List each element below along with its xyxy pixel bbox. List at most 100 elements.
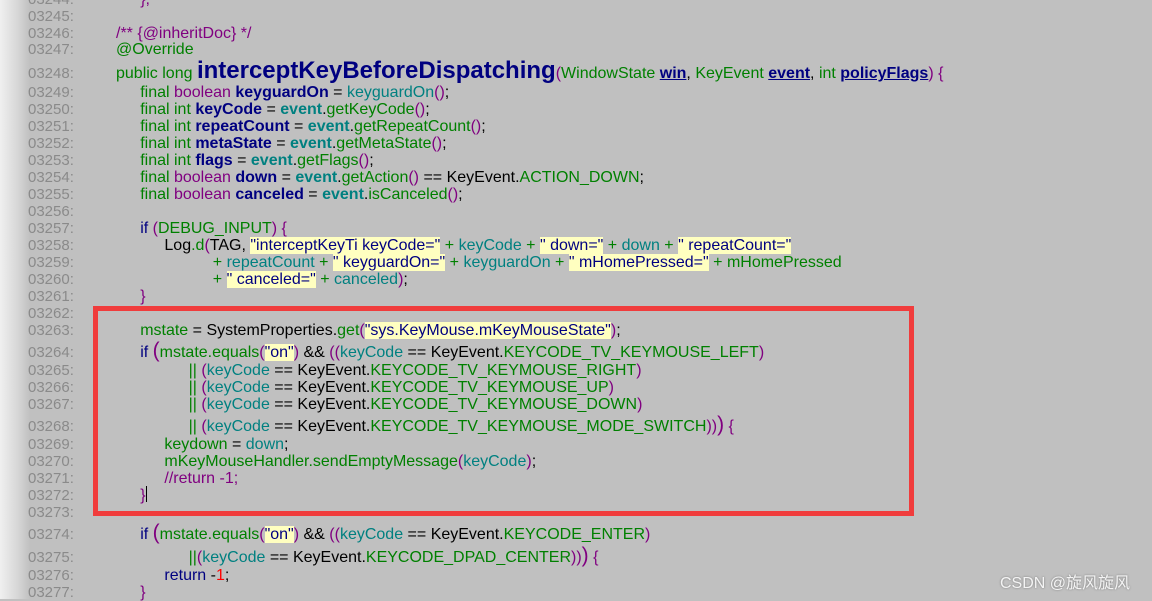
code-token: mstate [140,322,189,339]
code-token: canceled [334,271,399,288]
code-text: final int metaState = event.getMetaState… [140,135,446,152]
code-text: + repeatCount + " keyguardOn=" + keyguar… [213,254,842,271]
code-token: mstate.equals [159,526,260,543]
code-token: ; [531,453,537,470]
code-token: boolean [173,84,236,101]
code-token: policyFlags [840,65,929,82]
code-token: getRepeatCount [354,118,471,135]
code-token: " keyguardOn=" [332,254,446,271]
line-number: 03251: [28,118,74,135]
code-text: } [140,288,145,305]
code-token: + [550,254,569,271]
text-cursor [145,486,147,502]
code-text: final int keyCode = event.getKeyCode(); [140,101,430,118]
code-token: ( [457,453,464,470]
code-token: ( [196,549,203,566]
code-token: }; [140,0,150,8]
line-number: 03250: [28,101,74,118]
line-number: 03266: [28,379,74,396]
code-token: if [140,220,153,237]
code-token: ; [442,135,447,152]
code-token: + mHomePressed [708,254,842,271]
line-number: 03276: [28,567,74,584]
line-number: 03262: [28,305,74,322]
code-token: DEBUG_INPUT [157,220,272,237]
code-token: final int [140,135,196,152]
line-number: 03256: [28,203,74,220]
line-number: 03249: [28,84,74,101]
code-token: - [210,567,216,584]
code-token: mstate.equals [159,344,260,361]
code-token: repeatCount [195,118,290,135]
code-token: == KeyEvent. [419,169,520,186]
code-token: ) [581,544,589,567]
code-token: ; [616,322,621,339]
line-number: 03269: [28,436,74,453]
code-token: && [299,526,330,543]
code-token: ( [152,339,160,362]
code-text: || (keyCode == KeyEvent.KEYCODE_TV_KEYMO… [189,362,642,379]
code-token: ; [224,567,230,584]
code-token: ( [359,322,365,339]
code-token: == KeyEvent. [403,526,504,543]
code-token: getAction [341,169,409,186]
code-token: + [603,237,622,254]
line-number: 03253: [28,152,74,169]
code-token: //return -1; [164,470,239,487]
code-token: || [188,396,202,413]
line-number: 03246: [28,25,74,42]
code-token: event [322,186,364,203]
code-token: ) [526,453,532,470]
line-number: 03272: [28,487,74,504]
code-text: /** {@inheritDoc} */ [116,25,251,42]
code-token: = [277,169,296,186]
code-token: ( [152,521,160,544]
code-token: event [307,118,350,135]
line-number: 03268: [28,418,74,435]
code-token: ) [717,413,725,436]
code-token: () [470,118,482,135]
code-token: = [232,152,251,169]
code-token: down [235,169,278,186]
code-text: mKeyMouseHandler.sendEmptyMessage(keyCod… [164,453,536,470]
code-token: final [140,169,174,186]
code-token: () [408,169,419,186]
code-token: getKeyCode [326,101,415,118]
code-token: final int [140,152,196,169]
code-text: ||(keyCode == KeyEvent.KEYCODE_DPAD_CENT… [189,544,599,567]
code-token: down [621,237,660,254]
code-token: keyguardOn [463,254,551,271]
code-token: = [289,118,308,135]
code-token: = [227,436,246,453]
code-token: win [659,65,687,82]
code-token: keyguardOn [235,84,329,101]
code-text: final boolean keyguardOn = keyguardOn(); [140,84,449,101]
line-number: 03265: [28,362,74,379]
editor-gutter-shadow [0,0,30,599]
code-token: == KeyEvent. [403,344,504,361]
line-number: 03274: [28,526,74,543]
code-token: return [164,567,211,584]
code-token: event [768,65,811,82]
code-token: final [140,84,174,101]
code-token: + [445,254,464,271]
line-number: 03275: [28,549,74,566]
code-token: == KeyEvent. [269,362,371,379]
code-token: keydown [164,436,228,453]
code-token: . [363,186,369,203]
code-token: + [314,254,333,271]
code-token: KEYCODE_TV_KEYMOUSE_RIGHT [370,362,637,379]
code-token: == KeyEvent. [269,396,371,413]
code-token: = [328,84,347,101]
code-token: final [140,186,174,203]
code-token: "sys.KeyMouse.mKeyMouseState" [364,322,611,339]
code-token: final int [140,118,196,135]
code-token: boolean [173,186,236,203]
code-text: if (DEBUG_INPUT) { [140,220,287,237]
code-token: canceled [235,186,304,203]
code-token: ( [201,396,207,413]
code-token: event [295,169,338,186]
code-token: )) [571,549,582,566]
line-number: 03263: [28,322,74,339]
code-token: keyguardOn [346,84,435,101]
